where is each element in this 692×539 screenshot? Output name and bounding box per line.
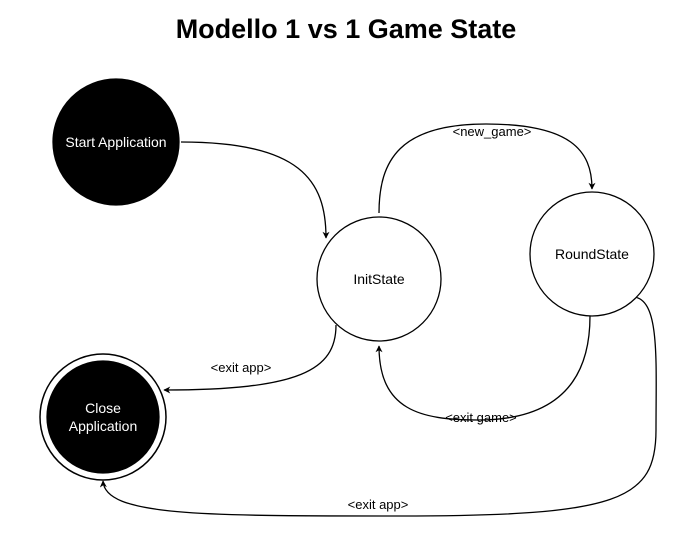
edge-exit-game: [375, 315, 591, 421]
diagram-title: Modello 1 vs 1 Game State: [175, 14, 517, 44]
edge-label-exit-app-init: <exit app>: [211, 360, 272, 375]
edge-new-game: [378, 123, 596, 214]
edge-label-exit-game: <exit game>: [445, 410, 517, 425]
node-close-label-line1: Close: [85, 400, 121, 416]
node-close-label-line2: Application: [69, 418, 138, 434]
node-start-application: Start Application: [52, 78, 180, 206]
edge-start-to-init: [180, 141, 330, 239]
node-init-state: InitState: [316, 216, 442, 342]
edge-label-new-game: <new_game>: [453, 124, 532, 139]
node-start-label: Start Application: [65, 134, 166, 150]
edge-init-exit-app: [163, 324, 337, 394]
edge-round-exit-app: [99, 296, 657, 517]
edge-label-exit-app-round: <exit app>: [348, 497, 409, 512]
node-round-state: RoundState: [529, 191, 655, 317]
node-close-application: Close Application: [39, 353, 167, 481]
edge-label-bg-exit-app-round: [336, 496, 416, 512]
node-round-label: RoundState: [555, 246, 629, 262]
node-init-label: InitState: [353, 271, 405, 287]
